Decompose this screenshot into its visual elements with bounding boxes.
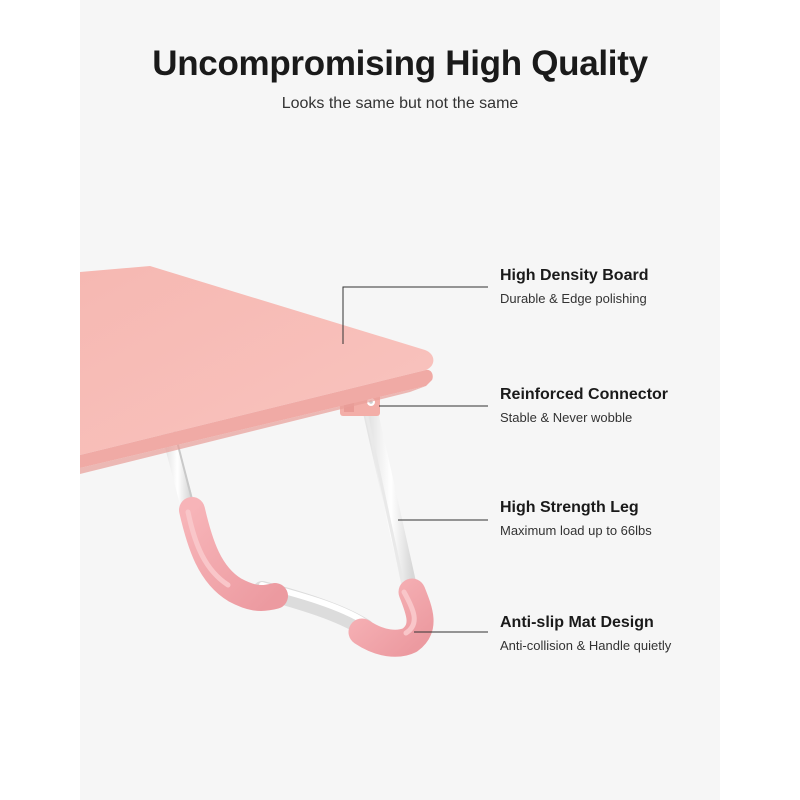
feature-high-density-board: High Density Board Durable & Edge polish… (500, 267, 648, 306)
feature-title: Anti-slip Mat Design (500, 614, 654, 631)
back-leg (158, 413, 374, 637)
feature-description: Durable & Edge polishing (500, 291, 647, 306)
feature-description: Stable & Never wobble (500, 410, 633, 425)
page-title: Uncompromising High Quality (152, 44, 648, 83)
feature-reinforced-connector: Reinforced Connector Stable & Never wobb… (500, 386, 668, 425)
page-subtitle: Looks the same but not the same (281, 95, 519, 112)
feature-title: High Strength Leg (500, 499, 639, 516)
feature-description: Maximum load up to 66lbs (500, 523, 652, 538)
table-board (80, 266, 434, 474)
feature-title: Reinforced Connector (500, 386, 669, 403)
feature-anti-slip-mat: Anti-slip Mat Design Anti-collision & Ha… (500, 614, 671, 653)
leader-line-board (342, 286, 488, 344)
feature-title: High Density Board (500, 267, 649, 284)
callout-lines (342, 286, 488, 633)
front-leg (348, 402, 434, 657)
feature-high-strength-leg: High Strength Leg Maximum load up to 66l… (500, 499, 652, 538)
feature-description: Anti-collision & Handle quietly (500, 638, 672, 653)
